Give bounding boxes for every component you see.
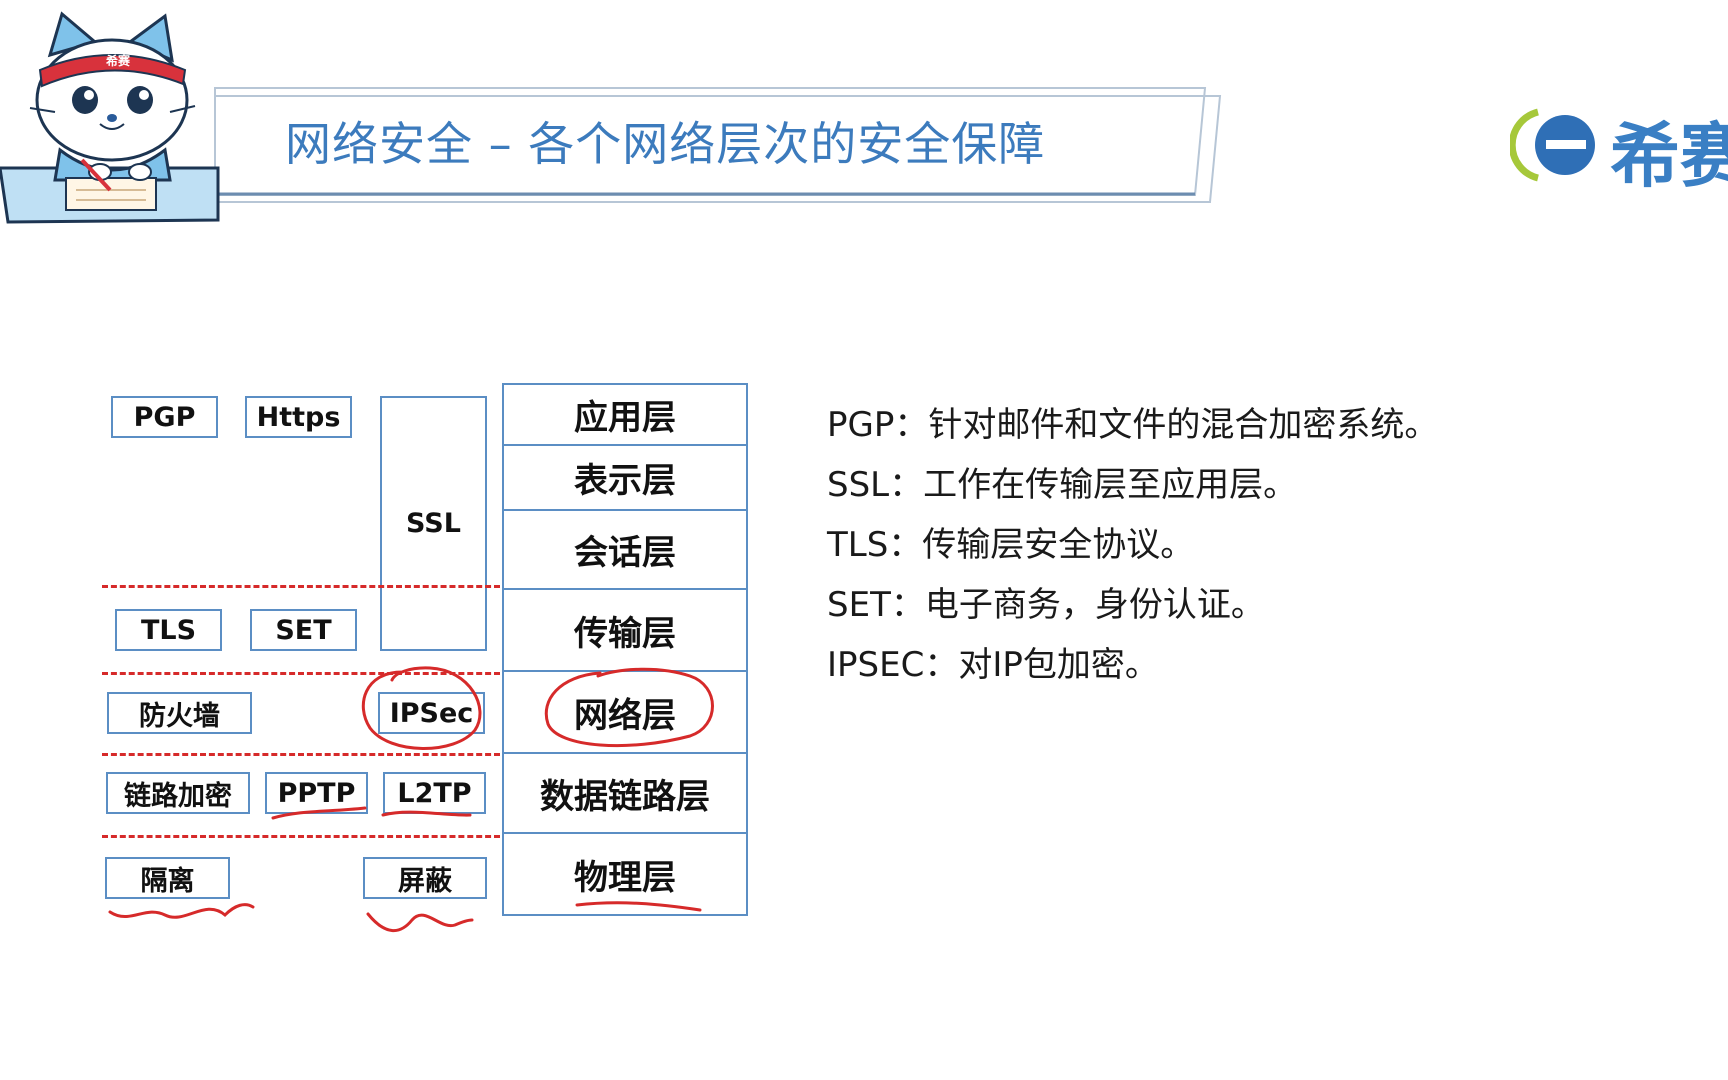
brand-logo: 希赛 <box>1510 100 1728 190</box>
separator-line <box>102 585 500 588</box>
layer-session: 会话层 <box>502 509 748 590</box>
protocol-ipsec: IPSec <box>378 692 485 734</box>
note-set: SET：电子商务，身份认证。 <box>827 585 1265 625</box>
note-pgp: PGP：针对邮件和文件的混合加密系统。 <box>827 405 1439 445</box>
protocol-https: Https <box>245 396 352 438</box>
note-ipsec: IPSEC：对IP包加密。 <box>827 645 1159 685</box>
page-title: 网络安全 – 各个网络层次的安全保障 <box>285 117 1046 171</box>
protocol-shielding: 屏蔽 <box>363 857 487 899</box>
protocol-pptp: PPTP <box>265 772 368 814</box>
logo-emblem-icon <box>1510 108 1595 182</box>
protocol-tls: TLS <box>115 609 222 651</box>
note-tls: TLS：传输层安全协议。 <box>827 525 1195 565</box>
note-ssl: SSL：工作在传输层至应用层。 <box>827 465 1298 505</box>
layer-data-link: 数据链路层 <box>502 752 748 834</box>
separator-line <box>102 672 500 675</box>
protocol-pgp: PGP <box>111 396 218 438</box>
layer-application: 应用层 <box>502 383 748 446</box>
layer-network: 网络层 <box>502 670 748 754</box>
protocol-set: SET <box>250 609 357 651</box>
separator-line <box>102 835 500 838</box>
layer-presentation: 表示层 <box>502 444 748 511</box>
protocol-link-encryption: 链路加密 <box>106 772 250 814</box>
notes-list: PGP：针对邮件和文件的混合加密系统。 SSL：工作在传输层至应用层。 TLS：… <box>827 395 1438 695</box>
protocol-ssl: SSL <box>380 396 487 651</box>
protocol-firewall: 防火墙 <box>107 692 252 734</box>
separator-line <box>102 753 500 756</box>
cat-mascot-icon <box>29 11 196 211</box>
mascot-band-text: 希赛 <box>105 54 130 68</box>
protocol-isolation: 隔离 <box>105 857 230 899</box>
layer-transport: 传输层 <box>502 588 748 672</box>
layer-physical: 物理层 <box>502 832 748 916</box>
logo-text: 希赛 <box>1610 115 1728 190</box>
protocol-l2tp: L2TP <box>383 772 486 814</box>
